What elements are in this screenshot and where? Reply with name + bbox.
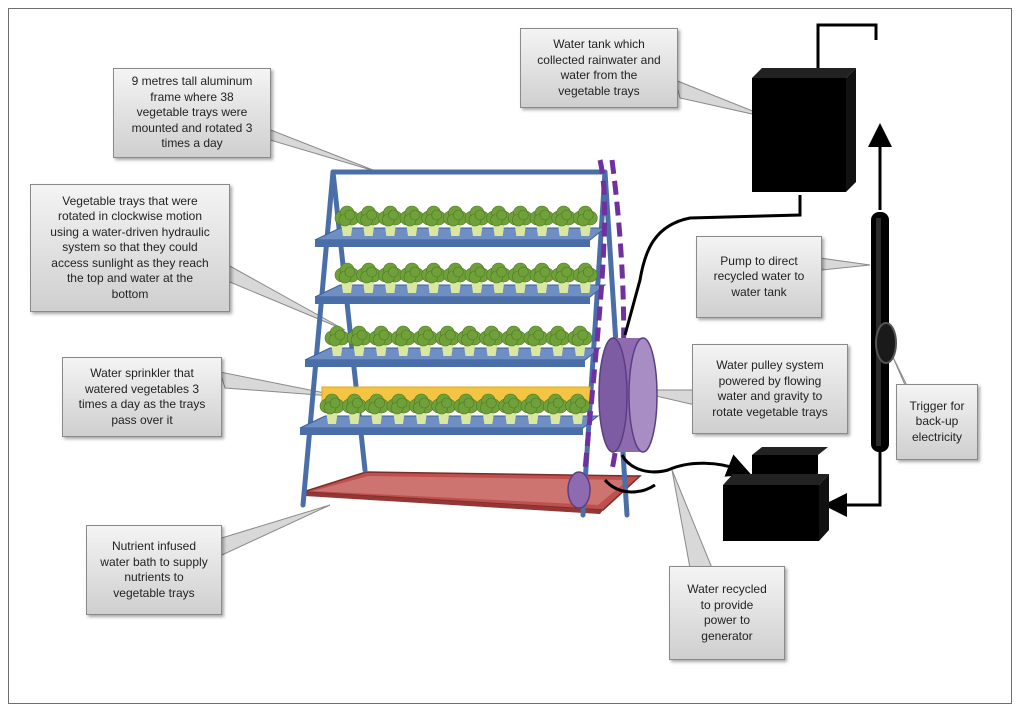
recycle-pipe [620, 454, 752, 477]
lettuce-plant [443, 205, 468, 236]
trays-callout: Vegetable trays that were rotated in clo… [30, 184, 230, 312]
lettuce-plant [479, 325, 504, 356]
lettuce-plant [551, 205, 576, 236]
top-pipe [816, 23, 878, 70]
lettuce-plant [508, 262, 533, 293]
lettuce-plant [421, 262, 446, 293]
lettuce-plant [523, 325, 549, 356]
lettuce-plant [551, 262, 576, 293]
lettuce-plant [399, 262, 425, 293]
recycled-callout: Water recycled to provide power to gener… [669, 566, 785, 660]
vegetable-tray [314, 262, 607, 304]
lettuce-plant [486, 262, 511, 293]
lettuce-plant [443, 262, 468, 293]
lettuce-plant [378, 205, 403, 236]
lettuce-plant [453, 393, 479, 424]
pulley-callout-text: Water pulley system powered by flowing w… [712, 358, 828, 419]
frame-callout: 9 metres tall aluminum frame where 38 ve… [113, 68, 271, 158]
lettuce-plant [356, 262, 381, 293]
vegetable-tray [299, 393, 600, 435]
lettuce-plant [567, 325, 593, 356]
pump-callout-text: Pump to direct recycled water to water t… [713, 253, 805, 299]
pump-callout: Pump to direct recycled water to water t… [696, 236, 822, 318]
recycled-callout-text: Water recycled to provide power to gener… [687, 582, 767, 643]
bath-callout: Nutrient infused water bath to supply nu… [86, 525, 222, 615]
lettuce-plant [435, 325, 460, 356]
pump-down-pipe [860, 450, 882, 507]
recycled-callout-pointer [671, 469, 713, 569]
lettuce-plant [476, 393, 501, 424]
bath-callout-text: Nutrient infused water bath to supply nu… [100, 539, 208, 600]
tank-outflow-pipe [623, 195, 802, 336]
lettuce-plant [368, 325, 394, 356]
lettuce-plant [464, 262, 490, 293]
lower-pulley [567, 471, 591, 509]
nutrient-bath [302, 471, 642, 514]
trays-callout-text: Vegetable trays that were rotated in clo… [50, 193, 210, 301]
lettuce-plant [386, 393, 412, 424]
lettuce-plant [421, 205, 446, 236]
lettuce-plant [399, 205, 425, 236]
vegetable-trays [299, 205, 607, 435]
trigger [875, 322, 897, 364]
sprinkler-callout: Water sprinkler that watered vegetables … [62, 357, 222, 437]
lettuce-plant [501, 325, 526, 356]
lettuce-plant [565, 393, 590, 424]
bath-callout-pointer [214, 504, 331, 556]
pulley-callout: Water pulley system powered by flowing w… [692, 344, 848, 434]
lettuce-plant [356, 205, 381, 236]
lettuce-plant [520, 393, 546, 424]
lettuce-plant [334, 262, 360, 293]
lettuce-plant [457, 325, 482, 356]
vegetable-tray [304, 325, 602, 367]
lettuce-plant [545, 325, 571, 356]
lettuce-plant [390, 325, 416, 356]
lettuce-plant [431, 393, 456, 424]
lettuce-plant [486, 205, 511, 236]
lettuce-plant [508, 205, 533, 236]
bath-drain-pipe [603, 478, 656, 494]
trigger-callout: Trigger for back-up electricity [896, 384, 978, 460]
lettuce-plant [413, 325, 438, 356]
diagram-border [8, 8, 1012, 704]
lettuce-plant [346, 325, 372, 356]
water-pulley [598, 337, 658, 453]
tank-callout-text: Water tank which collected rainwater and… [537, 37, 661, 98]
lettuce-plant [573, 262, 598, 293]
frame-callout-pointer [256, 123, 379, 173]
lettuce-plant [498, 393, 523, 424]
lettuce-plant [364, 393, 389, 424]
lettuce-plant [529, 205, 555, 236]
lettuce-plant [342, 393, 367, 424]
lettuce-plant [324, 325, 350, 356]
lettuce-plant [378, 262, 403, 293]
lettuce-plant [409, 393, 434, 424]
lettuce-plant [319, 393, 345, 424]
water-tank [752, 68, 856, 192]
vegetable-tray [314, 205, 607, 247]
lettuce-plant [573, 205, 598, 236]
lettuce-plant [543, 393, 568, 424]
sprinkler-callout-text: Water sprinkler that watered vegetables … [78, 366, 206, 427]
pipes [603, 23, 892, 517]
trigger-callout-text: Trigger for back-up electricity [909, 398, 965, 444]
lettuce-plant [334, 205, 360, 236]
generator [723, 447, 829, 541]
frame-callout-text: 9 metres tall aluminum frame where 38 ve… [131, 74, 253, 151]
tank-callout: Water tank which collected rainwater and… [520, 28, 678, 108]
pump-callout-pointer [819, 257, 871, 271]
